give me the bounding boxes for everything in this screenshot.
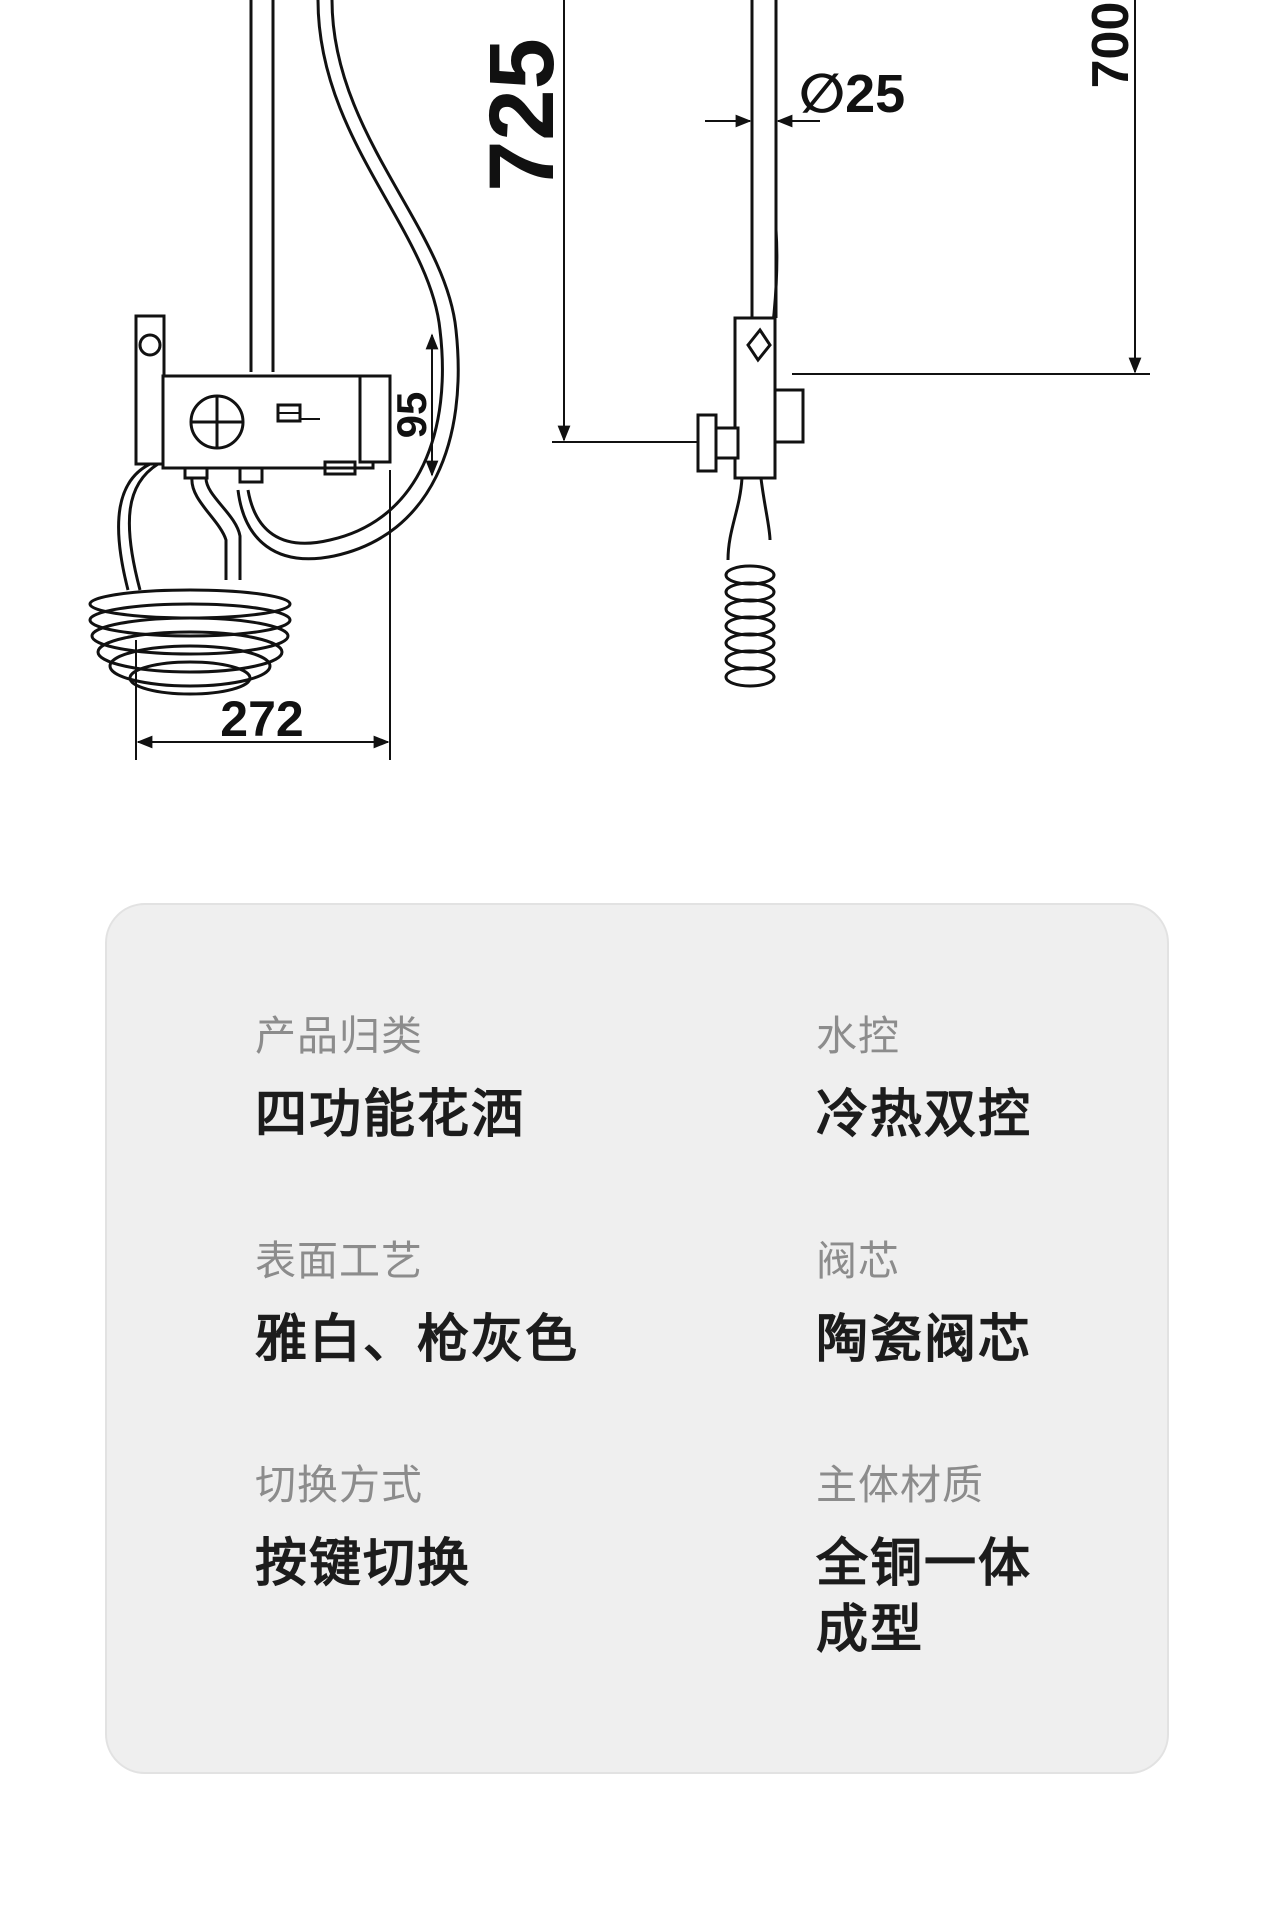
spec-item-surface-finish: 表面工艺 雅白、枪灰色 xyxy=(255,1237,695,1373)
spec-value: 陶瓷阀芯 xyxy=(816,1310,1033,1370)
dimension-panel-height-label: 95 xyxy=(388,392,435,439)
spec-value: 全铜一体 成型 xyxy=(816,1534,1033,1660)
spec-value: 四功能花洒 xyxy=(255,1085,526,1145)
dimension-width-label: 272 xyxy=(220,691,303,747)
front-view xyxy=(88,0,460,760)
spec-card: 产品归类 四功能花洒 水控 冷热双控 表面工艺 雅白、枪灰色 阀芯 陶瓷阀芯 切… xyxy=(105,903,1169,1774)
dimension-main-height-label: 725 xyxy=(471,38,573,192)
spec-item-body-material: 主体材质 全铜一体 成型 xyxy=(816,1461,1256,1663)
side-view xyxy=(552,0,1150,688)
spec-item-valve-core: 阀芯 陶瓷阀芯 xyxy=(816,1237,1256,1373)
spec-label: 产品归类 xyxy=(255,1012,423,1060)
spec-item-water-control: 水控 冷热双控 xyxy=(816,1012,1256,1148)
spec-label: 水控 xyxy=(816,1012,900,1060)
spec-item-switch-mode: 切换方式 按键切换 xyxy=(255,1461,695,1597)
spec-item-category: 产品归类 四功能花洒 xyxy=(255,1012,695,1148)
dimension-pipe-diameter-label: ∅25 xyxy=(799,64,905,124)
spec-value: 冷热双控 xyxy=(816,1085,1033,1145)
dimension-side-height-label: 700 xyxy=(1082,2,1140,89)
technical-drawing: 272 95 725 ∅25 xyxy=(88,0,1150,760)
spec-label: 切换方式 xyxy=(255,1461,423,1509)
spec-label: 阀芯 xyxy=(816,1237,900,1285)
spec-label: 主体材质 xyxy=(816,1461,984,1509)
spec-value: 按键切换 xyxy=(255,1534,472,1594)
spec-label: 表面工艺 xyxy=(255,1237,423,1285)
spec-value: 雅白、枪灰色 xyxy=(255,1310,580,1370)
